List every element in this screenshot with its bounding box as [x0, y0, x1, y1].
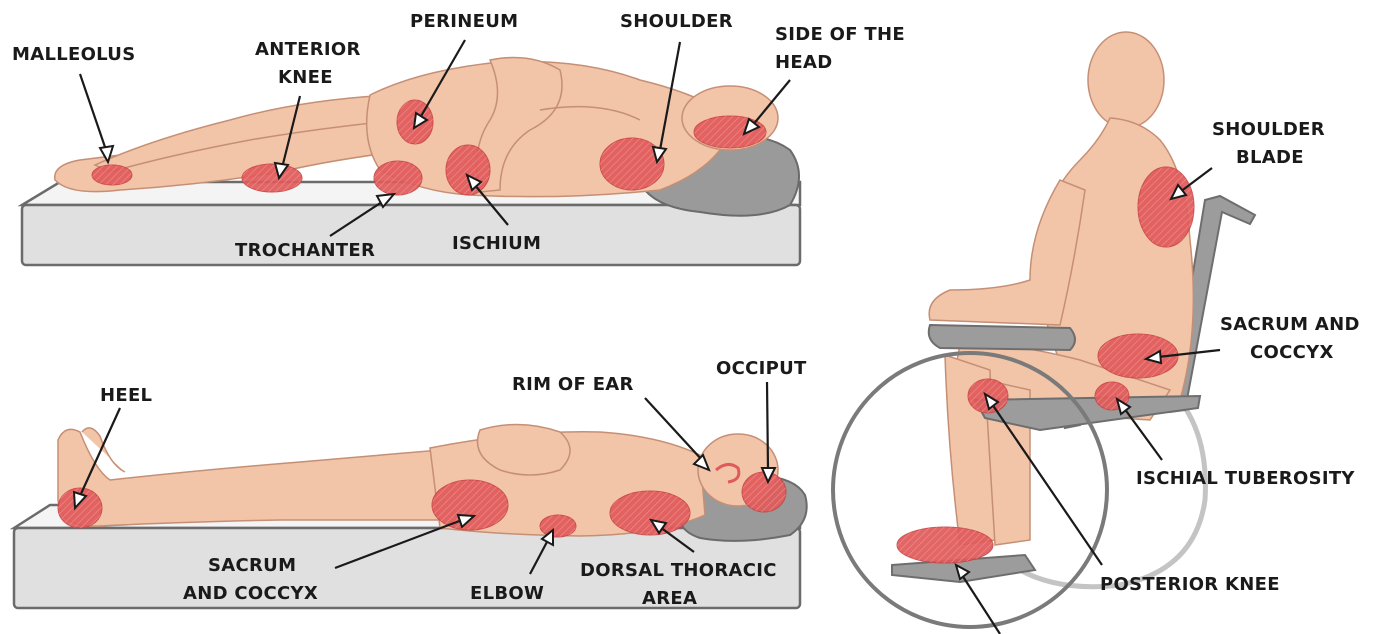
label-shoulder-blade-line1: SHOULDER [1212, 119, 1325, 140]
label-ischium: ISCHIUM [452, 233, 541, 254]
label-side-of-head-line2: HEAD [775, 52, 832, 73]
label-dorsal-thoracic-line1: DORSAL THORACIC [580, 560, 777, 581]
supine-scene: HEEL RIM OF EAR OCCIPUT SACRUM AND COCCY… [14, 358, 807, 609]
label-anterior-knee-line2: KNEE [278, 67, 333, 88]
label-ischial-tuberosity: ISCHIAL TUBEROSITY [1136, 468, 1355, 489]
label-occiput: OCCIPUT [716, 358, 807, 379]
side-lying-scene: MALLEOLUS ANTERIOR KNEE PERINEUM SHOULDE… [12, 11, 905, 265]
label-elbow: ELBOW [470, 583, 544, 604]
label-sacrum-supine-line2: AND COCCYX [183, 583, 318, 604]
label-shoulder: SHOULDER [620, 11, 733, 32]
label-sacrum-supine-line1: SACRUM [208, 555, 296, 576]
label-perineum: PERINEUM [410, 11, 518, 32]
label-heel: HEEL [100, 385, 152, 406]
label-trochanter: TROCHANTER [235, 240, 375, 261]
label-malleolus: MALLEOLUS [12, 44, 136, 65]
wheelchair-armrest [929, 325, 1075, 350]
label-anterior-knee-line1: ANTERIOR [255, 39, 361, 60]
label-shoulder-blade-line2: BLADE [1236, 147, 1304, 168]
label-posterior-knee: POSTERIOR KNEE [1100, 574, 1280, 595]
seated-scene: SHOULDER BLADE SACRUM AND COCCYX ISCHIAL… [833, 32, 1360, 634]
label-sacrum-seated-line1: SACRUM AND [1220, 314, 1360, 335]
label-side-of-head-line1: SIDE OF THE [775, 24, 905, 45]
label-sacrum-seated-line2: COCCYX [1250, 342, 1334, 363]
label-dorsal-thoracic-line2: AREA [642, 588, 697, 609]
label-rim-of-ear: RIM OF EAR [512, 374, 634, 395]
